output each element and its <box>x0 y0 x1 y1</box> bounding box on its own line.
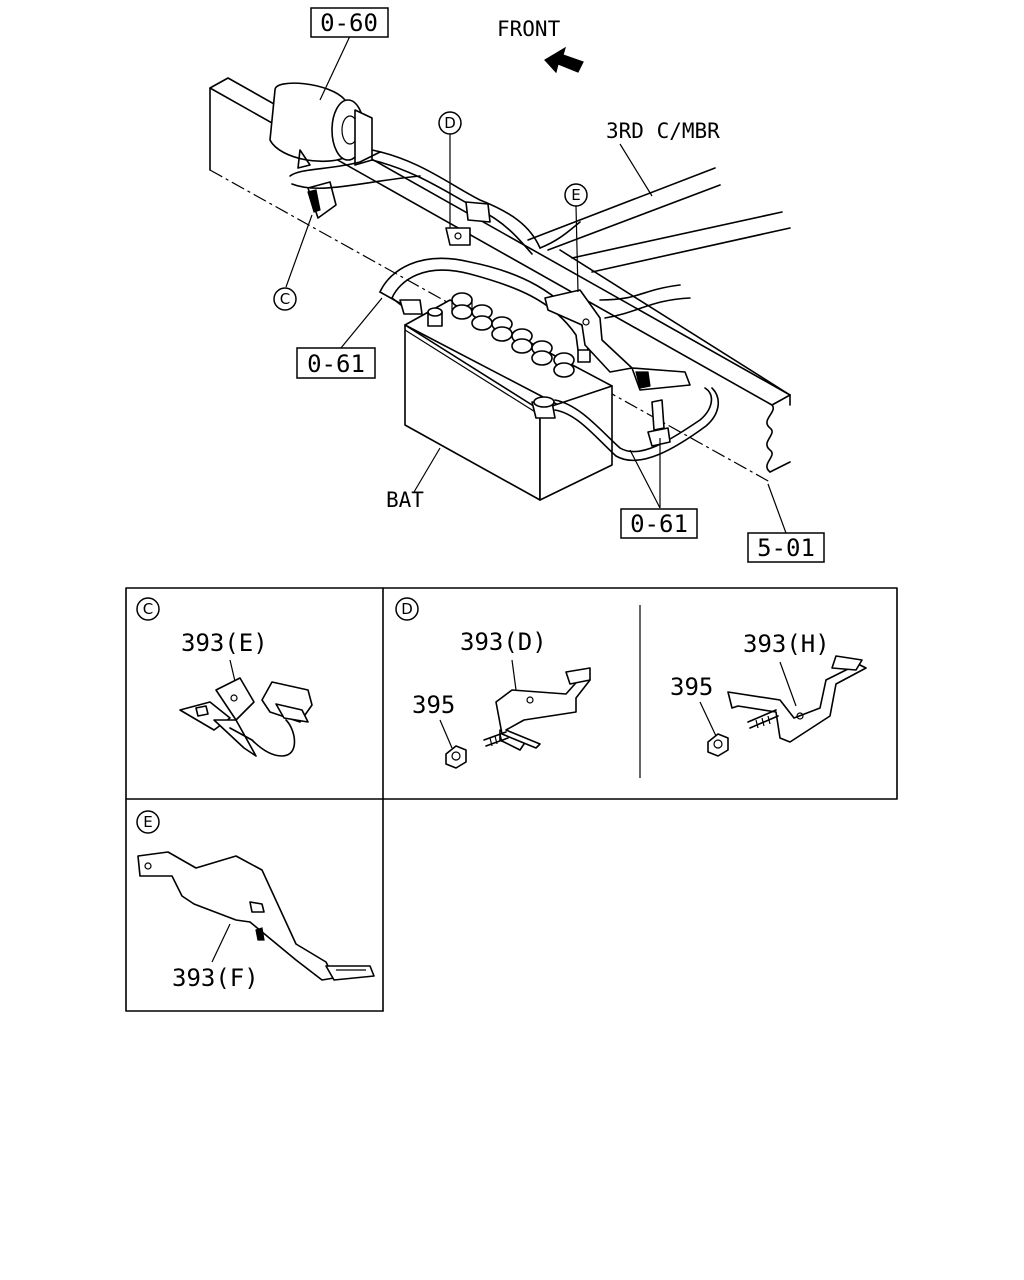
bracket-393f-drawing <box>137 851 375 981</box>
part-label-393d: 393(D) <box>460 628 547 656</box>
battery-cable-negative <box>554 387 719 462</box>
starter-motor <box>269 82 421 219</box>
ref-label-0-60: 0-60 <box>320 9 378 37</box>
callout-e-label: E <box>571 186 580 204</box>
callout-circle-d <box>438 111 462 135</box>
ref-box-0-61-left <box>296 347 376 379</box>
nut-395-right-drawing <box>707 733 729 757</box>
nut-395-left-drawing <box>445 745 467 769</box>
detail-c-badge <box>136 597 160 621</box>
detail-d-right-panel: 393(H) 395 <box>670 630 867 757</box>
part-label-393f: 393(F) <box>172 964 259 992</box>
detail-d-badge <box>395 597 419 621</box>
ref-label-0-61-left: 0-61 <box>307 350 365 378</box>
battery-terminal-negative <box>531 396 556 419</box>
detail-c-badge-label: C <box>143 600 153 618</box>
callout-c-label: C <box>280 290 290 308</box>
bracket-e-main <box>544 289 691 391</box>
battery <box>404 292 613 501</box>
ref-box-5-01 <box>747 532 825 563</box>
leader-lines <box>285 35 787 534</box>
front-label: FRONT <box>497 17 561 41</box>
front-direction-arrow <box>544 46 584 74</box>
detail-e-badge <box>136 810 160 834</box>
battery-cell-caps <box>451 292 575 378</box>
battery-terminal-positive <box>427 307 443 327</box>
callout-circle-c <box>273 287 297 311</box>
third-cross-member-label: 3RD C/MBR <box>606 119 720 143</box>
ref-label-5-01: 5-01 <box>757 534 815 562</box>
callout-circle-e <box>564 183 588 207</box>
ref-box-0-61-bottom <box>620 508 698 539</box>
detail-e-badge-label: E <box>143 813 152 831</box>
detail-d-panel: D 393(D) 395 <box>395 597 591 769</box>
part-label-393e: 393(E) <box>181 629 268 657</box>
wiring-harness-upper <box>371 149 581 255</box>
part-label-395-left: 395 <box>412 691 455 719</box>
ref-box-0-60 <box>310 7 389 38</box>
bracket-393h-drawing <box>727 655 867 743</box>
detail-d-badge-label: D <box>401 600 413 618</box>
battery-label: BAT <box>386 488 424 512</box>
third-cross-member <box>527 167 791 319</box>
main-assembly-view: 0-60 0-61 0-61 5-01 FRONT 3RD C/MBR BAT … <box>209 7 825 563</box>
detail-panels: C 393(E) D 393(D) 395 <box>125 587 898 1012</box>
callout-d-label: D <box>444 114 456 132</box>
bolt-drawing-right <box>747 709 779 729</box>
ref-label-0-61-bottom: 0-61 <box>630 510 688 538</box>
bracket-393d-drawing <box>495 667 591 751</box>
part-label-395-right: 395 <box>670 673 713 701</box>
bolt-drawing-left <box>483 731 509 747</box>
bracket-393e-drawing <box>179 677 313 757</box>
detail-c-panel: C 393(E) <box>136 597 313 757</box>
part-label-393h: 393(H) <box>743 630 830 658</box>
detail-e-panel: E 393(F) <box>136 810 375 992</box>
